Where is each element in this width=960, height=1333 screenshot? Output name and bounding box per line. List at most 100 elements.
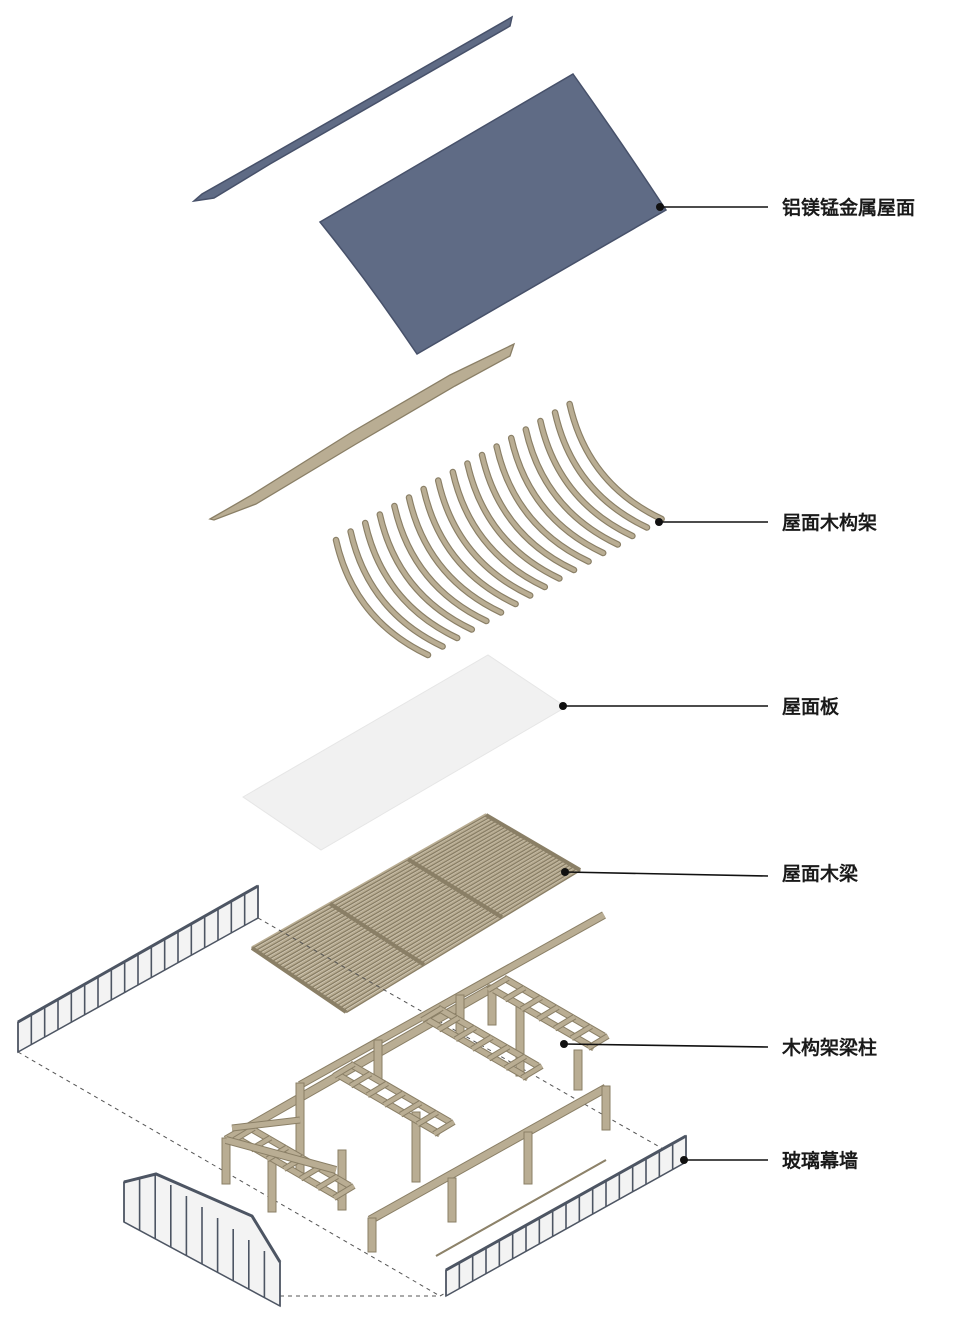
beam-slat-face (280, 830, 516, 968)
wall-top-rail (123, 1172, 282, 1263)
callouts: 铝镁锰金属屋面 屋面木构架 屋面板 屋面木梁 木构架梁柱 (559, 196, 915, 1172)
beam-slat-face (335, 862, 571, 1006)
glass-mullions (17, 884, 687, 1306)
timber-beam-face (399, 1100, 422, 1117)
timber-post (455, 994, 465, 1036)
timber-beam-face (586, 1034, 610, 1050)
beam-slat (322, 855, 558, 998)
timber-beam-face (570, 1024, 593, 1041)
beam-slat-face (296, 839, 532, 979)
timber-beam-face (520, 995, 543, 1012)
beam-slat (254, 815, 490, 952)
beam-slat (312, 849, 549, 992)
curved-rafter-face (348, 529, 445, 649)
timber-post (515, 1005, 525, 1077)
beam-slat-face (306, 845, 542, 986)
timber-beam-face (298, 912, 606, 1088)
curved-rafter-face (509, 435, 606, 556)
beam-slat (270, 825, 507, 963)
timber-beam-face (487, 1044, 510, 1061)
timber-beam-face (470, 1035, 494, 1051)
callout-label-timber-frame-beams-columns: 木构架梁柱 (781, 1036, 877, 1059)
beam-slat-face (300, 841, 536, 981)
beam-slat-face (287, 834, 523, 972)
timber-post (221, 1137, 231, 1185)
beam-slat-face (339, 864, 574, 1008)
timber-beam-face (520, 1064, 544, 1080)
timber-post (601, 1085, 611, 1131)
beam-slat (257, 817, 494, 954)
beam-slat (287, 834, 523, 974)
roof-timber-beams-layer (250, 813, 582, 1014)
metal-roof-layer (191, 15, 668, 356)
beam-slat (306, 846, 542, 987)
beam-slat (290, 836, 526, 976)
beam-slat-face (293, 837, 529, 977)
callout-label-roof-timber-frame: 屋面木构架 (782, 511, 877, 534)
beam-slat (251, 813, 487, 950)
timber-beam-face (225, 1137, 337, 1173)
wall-top-rail (17, 884, 259, 1024)
beam-slat-face (329, 858, 565, 1001)
beam-slat (299, 842, 536, 983)
curved-rafter-face (494, 444, 591, 564)
callout-roof-board: 屋面板 (559, 695, 840, 718)
beam-slat-face (274, 826, 510, 964)
beam-slat (277, 829, 513, 967)
callout-label-metal-roof: 铝镁锰金属屋面 (782, 196, 915, 219)
beam-slat-face (303, 843, 539, 983)
wall-top-rail (445, 1134, 687, 1272)
timber-beam-face (420, 1006, 444, 1022)
beam-slat-face (319, 853, 555, 995)
beam-cross-member (328, 901, 426, 967)
beam-cross-member (484, 813, 582, 872)
timber-post (523, 1131, 533, 1185)
callout-leader (564, 871, 769, 877)
beam-slat-face (309, 847, 545, 988)
beam-slat (261, 819, 497, 956)
curved-rafter-face (406, 495, 504, 615)
beam-slat (325, 857, 562, 1000)
timber-post (367, 1217, 377, 1253)
beam-cross-member (250, 946, 348, 1014)
callout-label-roof-timber-beams: 屋面木梁 (782, 862, 859, 885)
timber-beam-face (382, 1091, 406, 1107)
beam-slat (316, 851, 552, 994)
beam-slat (309, 848, 546, 989)
beam-slat-face (342, 866, 578, 1010)
timber-frame-layer (17, 911, 687, 1297)
timber-beam-face (503, 985, 526, 1002)
timber-post (573, 1049, 583, 1091)
timber-beam-face (338, 1073, 442, 1137)
beam-slat-face (316, 851, 552, 992)
curved-rafter-face (436, 478, 533, 598)
curved-rafter-face (421, 486, 518, 607)
callout-metal-roof: 铝镁锰金属屋面 (656, 196, 915, 219)
beam-slat-face (258, 817, 493, 953)
beam-slat-face (322, 855, 558, 997)
beam-slat-face (264, 820, 500, 957)
callout-label-glass-curtain-wall: 玻璃幕墙 (782, 1149, 858, 1172)
timber-beam-face (332, 1184, 356, 1200)
timber-beam-face (435, 1159, 607, 1257)
beam-cross-member (406, 857, 504, 920)
beam-slat-face (271, 824, 506, 961)
beam-slat (332, 861, 568, 1005)
beam-slat (329, 859, 565, 1003)
beam-slat-face (284, 832, 519, 970)
callout-glass-curtain-wall: 玻璃幕墙 (680, 1149, 858, 1172)
timber-beam-face (231, 1117, 301, 1131)
timber-beam-face (366, 1081, 389, 1098)
beam-slat (303, 844, 539, 985)
timber-beam-face (316, 1174, 339, 1191)
curved-rafter-face (538, 418, 635, 539)
beam-slat-face (332, 860, 568, 1003)
roof-board-sheet (242, 654, 567, 851)
timber-beam-face (224, 984, 494, 1144)
callout-leader (563, 1043, 769, 1048)
timber-beam-face (504, 1054, 527, 1071)
timber-beam-face (486, 976, 510, 992)
curved-rafter-face (363, 520, 460, 641)
beam-slat (283, 832, 520, 972)
